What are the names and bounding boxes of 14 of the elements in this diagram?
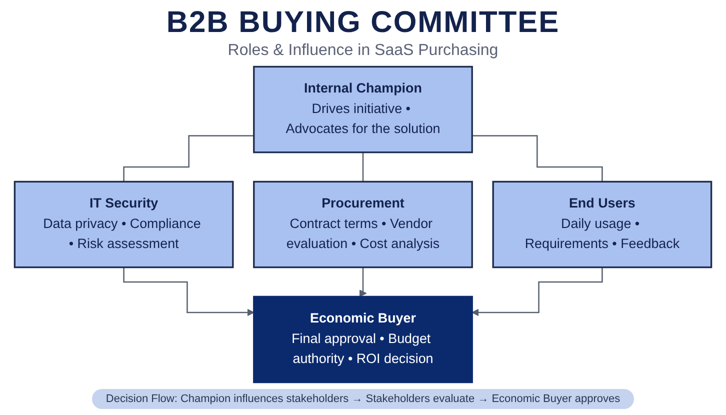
node-box: Procurement Contract terms • Vendor evaluation • Cost analysis bbox=[253, 180, 473, 268]
node-box: Economic Buyer Final approval • Budget authority • ROI decision bbox=[253, 296, 473, 384]
note: Decision Flow: Champion influences stakeholders → Stakeholders evaluate → Economic Buyer approves bbox=[92, 389, 634, 409]
connector bbox=[362, 152, 364, 182]
arrow bbox=[123, 266, 254, 316]
subtitle: Roles & Influence in SaaS Purchasing bbox=[228, 42, 498, 60]
node-box: Internal Champion Drives initiative • Advocates for the solution bbox=[253, 66, 473, 154]
connector bbox=[472, 135, 603, 182]
arrow bbox=[359, 266, 367, 298]
title: B2B BUYING COMMITTEE bbox=[166, 6, 560, 40]
node-box: IT Security Data privacy • Compliance • Risk assessment bbox=[14, 180, 234, 268]
connector bbox=[123, 135, 254, 182]
arrow bbox=[472, 266, 603, 316]
node-box: End Users Daily usage • Requirements • Feedback bbox=[492, 180, 712, 268]
